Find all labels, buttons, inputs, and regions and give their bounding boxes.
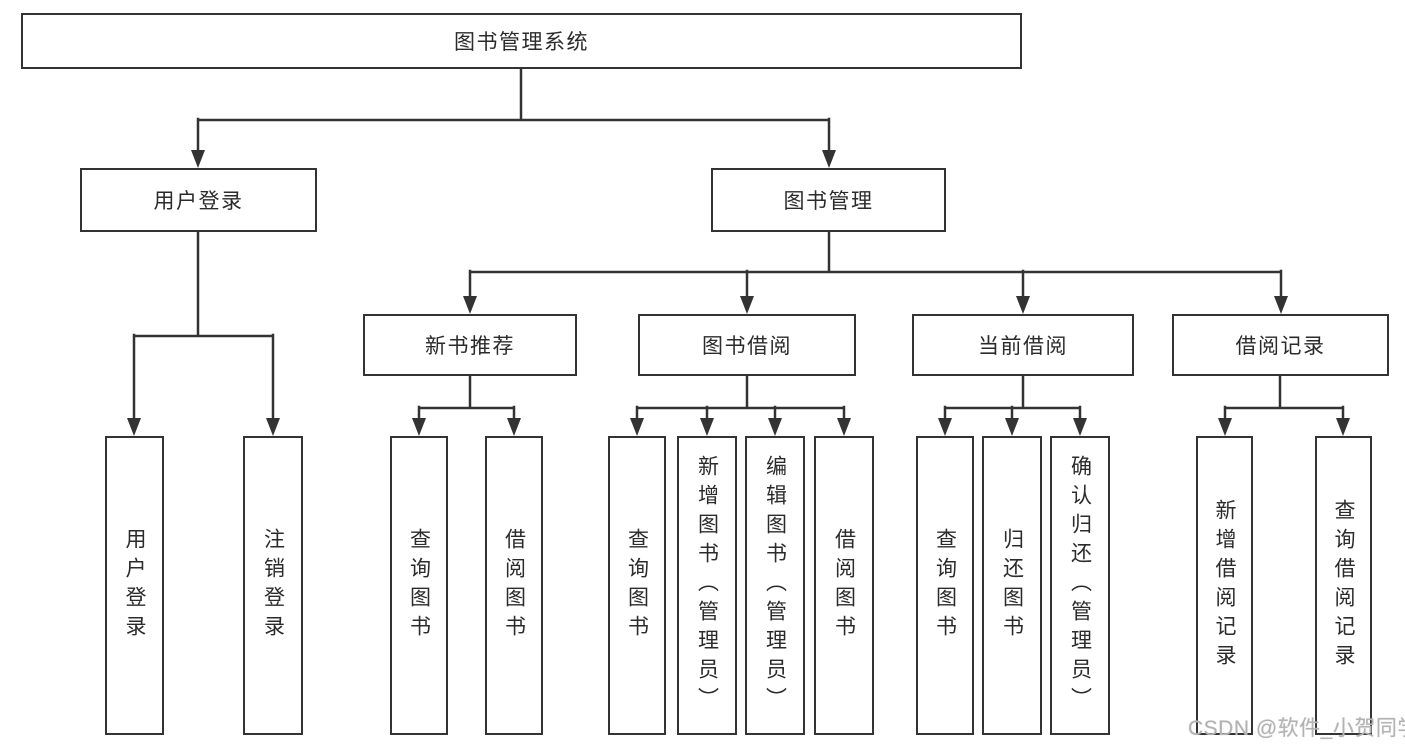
arrowheads [127, 150, 1350, 436]
leaf-return-book-label: 归还图书 [1000, 527, 1024, 644]
node-new-book-recommend-label: 新书推荐 [425, 335, 515, 358]
node-library-system: 图书管理系统 [21, 13, 1022, 69]
leaf-edit-book-admin-label: 编辑图书（管理员） [763, 455, 787, 716]
node-borrow-records: 借阅记录 [1172, 314, 1389, 376]
node-current-borrow: 当前借阅 [912, 314, 1134, 376]
leaf-query-books-recommend-label: 查询图书 [407, 527, 431, 644]
node-user-login: 用户登录 [80, 168, 317, 232]
node-borrow-records-label: 借阅记录 [1235, 335, 1326, 358]
node-library-system-label: 图书管理系统 [454, 31, 589, 54]
leaf-borrow-books-recommend-label: 借阅图书 [502, 527, 526, 644]
leaf-borrow-books: 借阅图书 [814, 436, 874, 735]
leaf-borrow-books-label: 借阅图书 [832, 527, 856, 644]
leaf-add-book-admin: 新增图书（管理员） [677, 436, 737, 735]
leaf-query-borrow-record: 查询借阅记录 [1315, 436, 1372, 735]
leaf-query-borrow-record-label: 查询借阅记录 [1332, 498, 1355, 673]
node-current-borrow-label: 当前借阅 [978, 335, 1068, 358]
node-book-borrow: 图书借阅 [638, 314, 856, 376]
node-user-login-label: 用户登录 [153, 190, 244, 213]
leaf-user-login: 用户登录 [105, 436, 164, 735]
watermark: CSDN @软件_小贺同学 [1188, 717, 1405, 740]
leaf-add-borrow-record: 新增借阅记录 [1196, 436, 1253, 735]
leaf-add-borrow-record-label: 新增借阅记录 [1213, 498, 1236, 673]
leaf-logout: 注销登录 [243, 436, 303, 735]
leaf-query-books-borrow: 查询图书 [608, 436, 666, 735]
leaf-confirm-return-admin-label: 确认归还（管理员） [1068, 455, 1092, 716]
node-book-borrow-label: 图书借阅 [702, 335, 792, 358]
leaf-query-books-recommend: 查询图书 [390, 436, 448, 735]
leaf-borrow-books-recommend: 借阅图书 [485, 436, 543, 735]
leaf-add-book-admin-label: 新增图书（管理员） [695, 455, 719, 716]
leaf-logout-label: 注销登录 [261, 527, 285, 644]
node-book-management-label: 图书管理 [783, 190, 874, 213]
leaf-return-book: 归还图书 [982, 436, 1042, 735]
leaf-edit-book-admin: 编辑图书（管理员） [745, 436, 805, 735]
leaf-confirm-return-admin: 确认归还（管理员） [1050, 436, 1110, 735]
node-book-management: 图书管理 [711, 168, 946, 232]
leaf-query-books-current-label: 查询图书 [933, 527, 957, 644]
leaf-query-books-current: 查询图书 [916, 436, 974, 735]
leaf-query-books-borrow-label: 查询图书 [625, 527, 649, 644]
leaf-user-login-label: 用户登录 [123, 527, 146, 644]
node-new-book-recommend: 新书推荐 [363, 314, 577, 376]
